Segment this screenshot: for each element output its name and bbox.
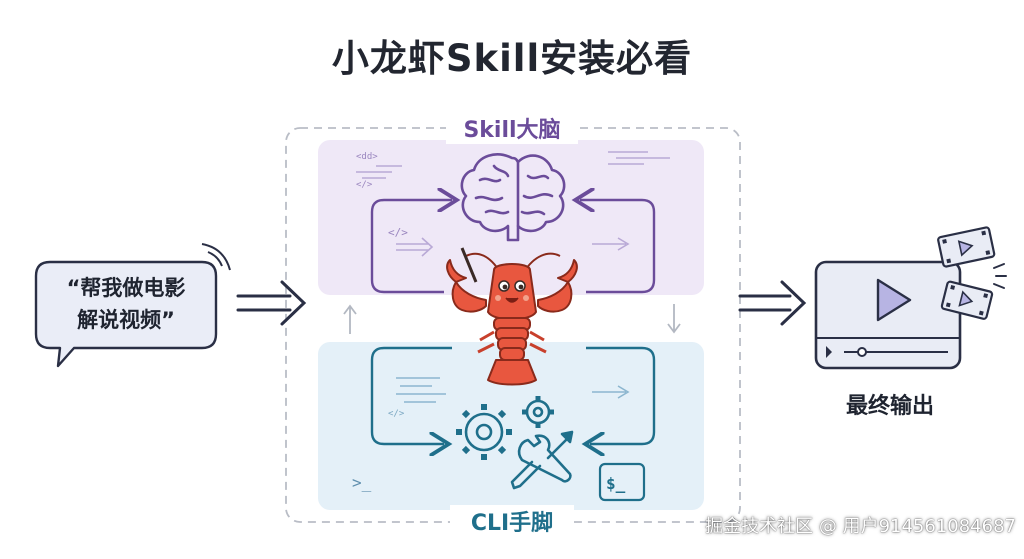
- input-arrow: [238, 282, 304, 324]
- request-line-2: 解说视频”: [42, 304, 210, 336]
- code-tag-icon: </>: [388, 409, 405, 419]
- page-title: 小龙虾Skill安装必看: [0, 28, 1024, 82]
- motion-lines-icon: [994, 264, 1006, 288]
- skill-brain-label: Skill大脑: [446, 112, 578, 144]
- request-line-1: “帮我做电影: [42, 272, 210, 304]
- video-output-icon: [816, 262, 960, 368]
- cli-hands-label: CLI手脚: [450, 505, 574, 537]
- code-tag-icon: </>: [388, 226, 408, 239]
- final-output-label: 最终输出: [820, 388, 960, 420]
- progress-knob-icon: [858, 348, 866, 356]
- svg-text:</>: </>: [356, 180, 373, 190]
- watermark: 掘金技术社区 @ 用户914561084687: [606, 512, 1016, 538]
- request-bubble-text: “帮我做电影 解说视频”: [42, 272, 210, 336]
- film-clip-icon: [938, 227, 995, 267]
- svg-text:$_: $_: [606, 474, 626, 493]
- up-arrow-icon: [344, 306, 356, 334]
- svg-text:<dd>: <dd>: [356, 152, 378, 162]
- down-arrow-icon: [668, 304, 680, 332]
- prompt-icon: >_: [352, 473, 372, 492]
- output-arrow: [740, 282, 804, 324]
